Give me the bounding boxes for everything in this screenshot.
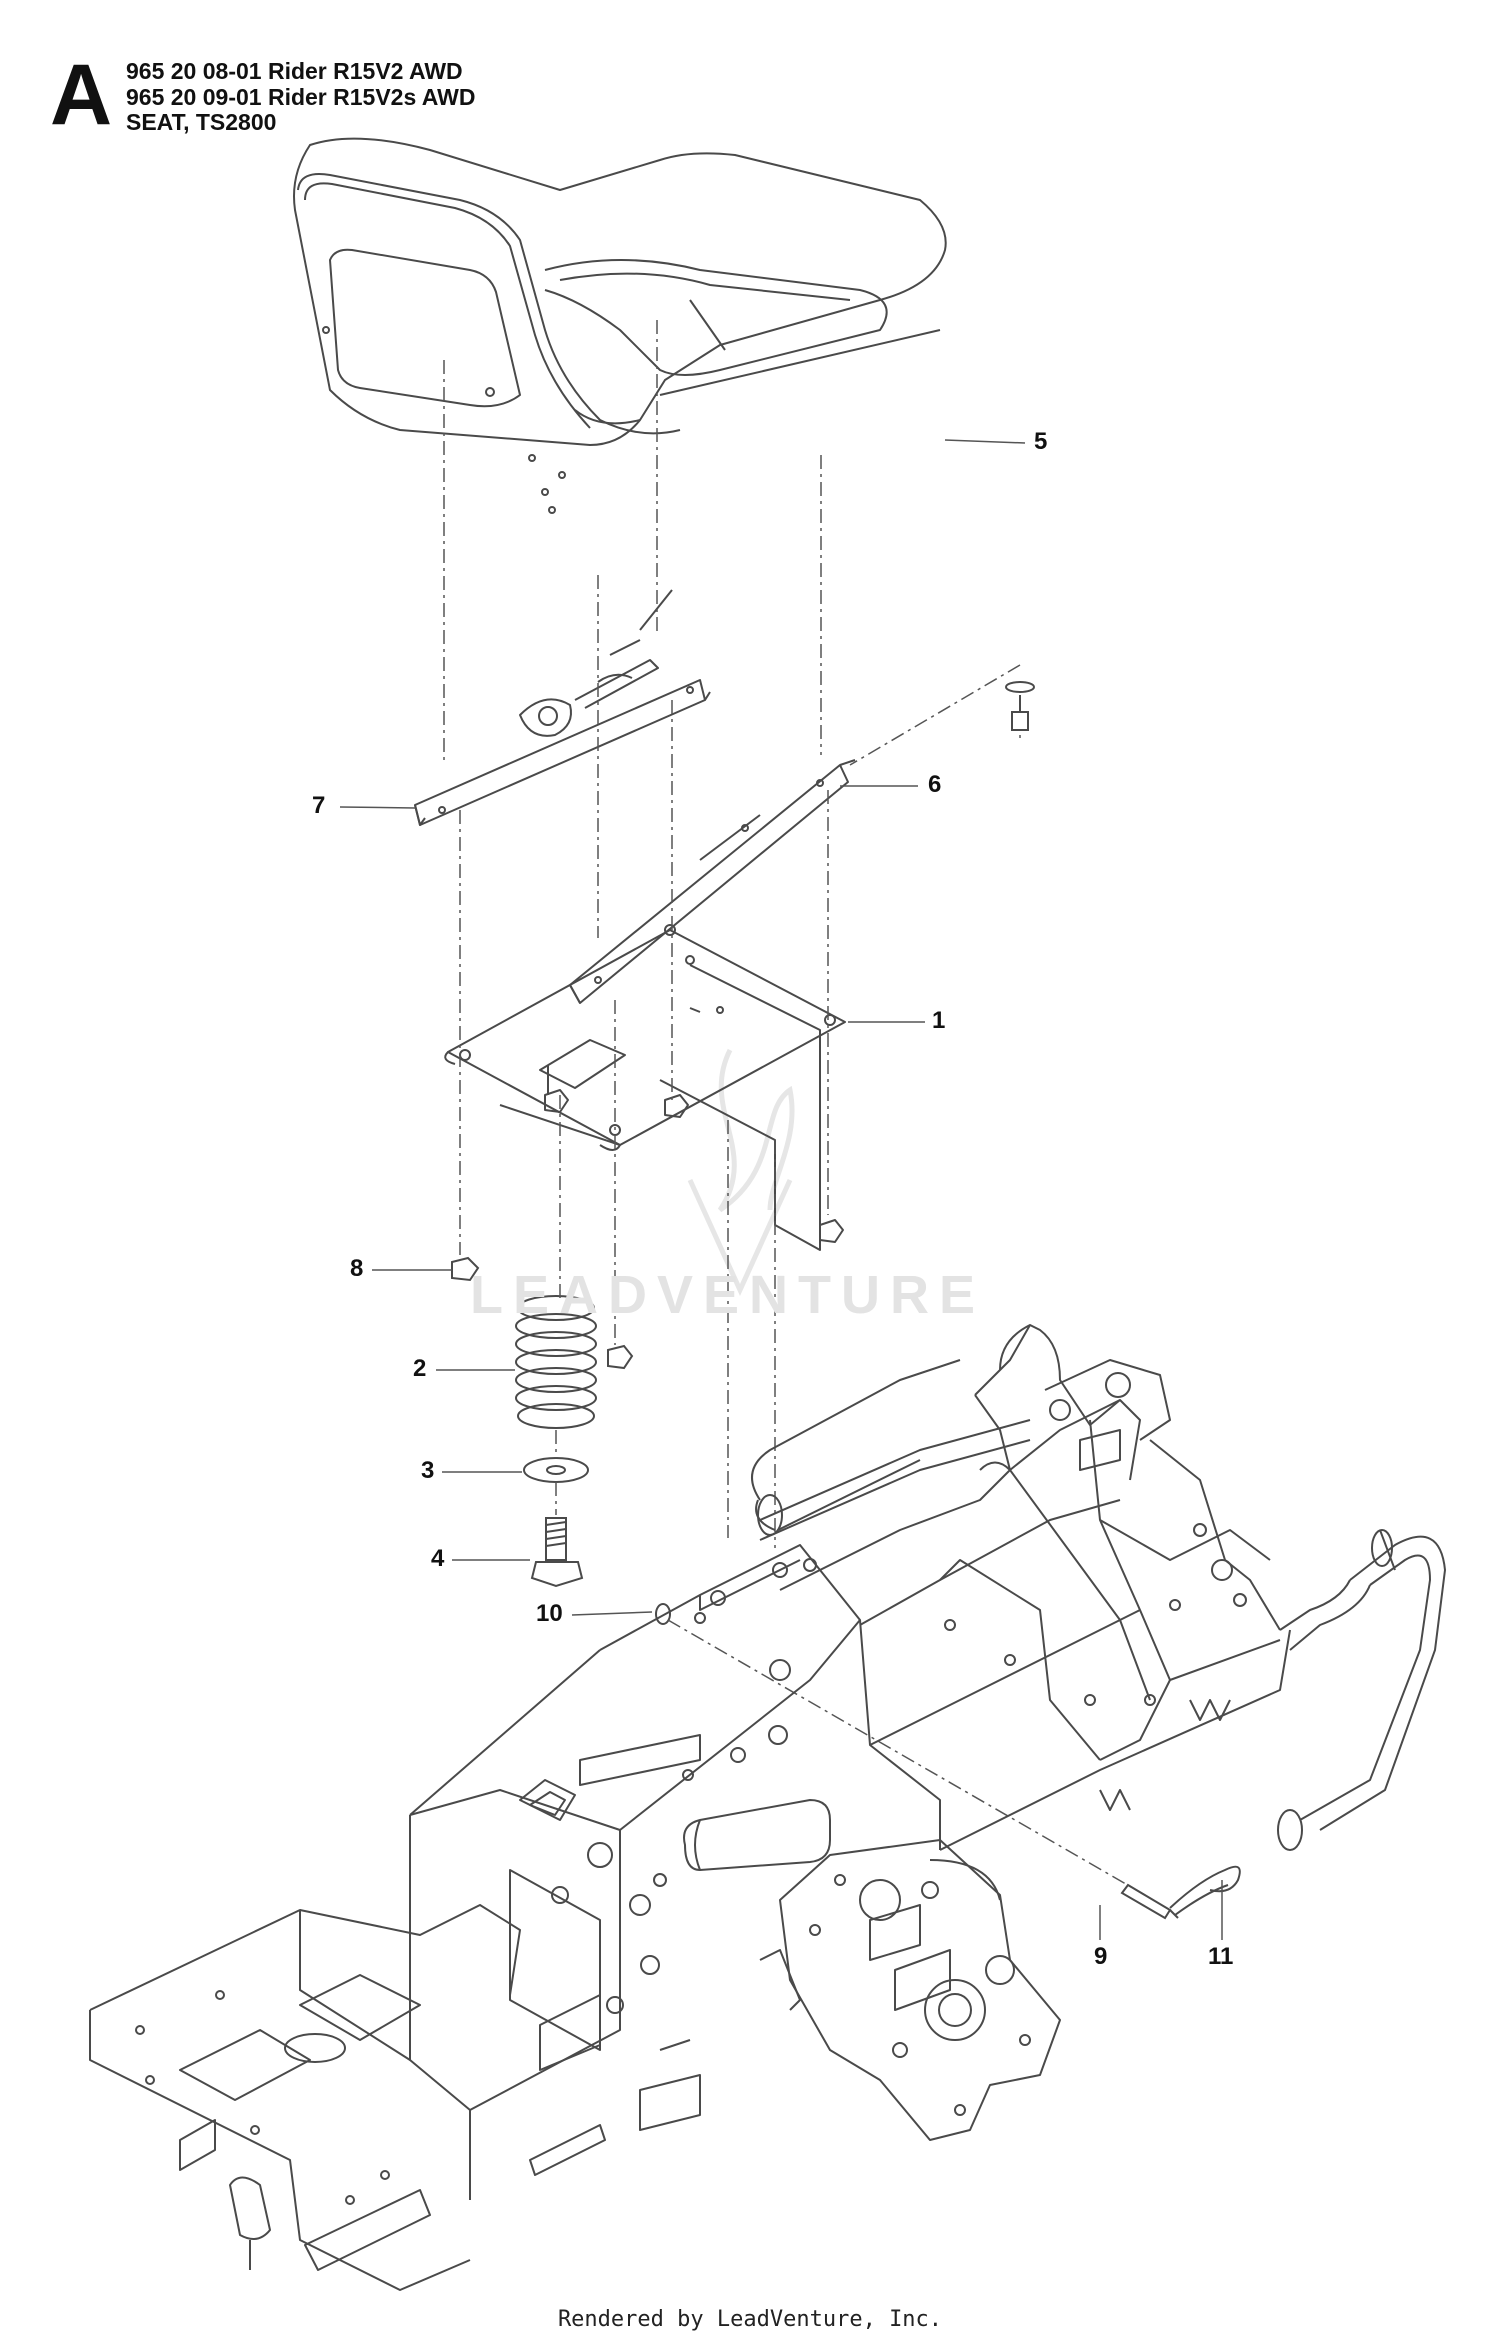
spring-assembly bbox=[452, 682, 1034, 1624]
section-letter: A bbox=[50, 47, 113, 143]
assembly-title: SEAT, TS2800 bbox=[126, 109, 277, 135]
callout-6: 6 bbox=[928, 771, 942, 798]
footer-credit: Rendered by LeadVenture, Inc. bbox=[557, 2307, 943, 2332]
watermark-text: LEADVENTURE bbox=[470, 1265, 986, 1325]
callout-3: 3 bbox=[421, 1457, 435, 1484]
model-line-1: 965 20 08-01 Rider R15V2 AWD bbox=[126, 58, 463, 84]
callout-1: 1 bbox=[932, 1007, 946, 1034]
leader-lines bbox=[340, 440, 1222, 1940]
callout-11: 11 bbox=[1208, 1943, 1234, 1970]
callout-5: 5 bbox=[1034, 428, 1048, 455]
callout-4: 4 bbox=[431, 1545, 445, 1572]
callout-8: 8 bbox=[350, 1255, 364, 1282]
alignment-lines bbox=[444, 320, 1145, 1895]
model-line-2: 965 20 09-01 Rider R15V2s AWD bbox=[126, 84, 476, 110]
callout-2: 2 bbox=[413, 1355, 427, 1382]
mounting-plate bbox=[445, 925, 845, 1250]
seat bbox=[294, 139, 946, 513]
callout-9: 9 bbox=[1094, 1943, 1108, 1970]
chassis-frame bbox=[90, 1325, 1445, 2290]
callout-10: 10 bbox=[536, 1600, 563, 1627]
slide-rails bbox=[415, 590, 855, 1003]
pin-and-clip bbox=[695, 1559, 1240, 1918]
watermark-logo bbox=[690, 1050, 792, 1290]
callout-7: 7 bbox=[312, 792, 326, 819]
